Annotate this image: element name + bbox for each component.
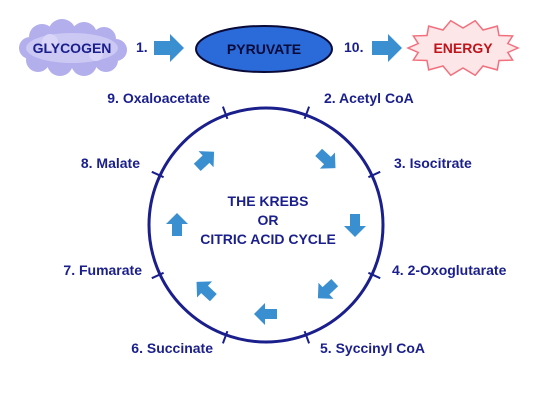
- cycle-arrow-icon: [196, 281, 217, 302]
- step-syccinyl-coa: 5. Syccinyl CoA: [320, 340, 425, 356]
- step-1-label: 1.: [136, 39, 148, 55]
- pyruvate-ellipse: [195, 25, 333, 73]
- energy-label: ENERGY: [433, 40, 493, 56]
- step-oxaloacetate: 9. Oxaloacetate: [107, 90, 210, 106]
- energy-burst-icon: [406, 19, 520, 77]
- cycle-arrow-icon: [166, 213, 188, 236]
- step-fumarate: 7. Fumarate: [63, 262, 142, 278]
- glycogen-cloud-icon: [19, 19, 127, 76]
- step-10-label: 10.: [344, 39, 363, 55]
- cycle-arrow-icon: [317, 278, 339, 299]
- cycle-ticks: [151, 106, 381, 344]
- cycle-arrows: [166, 148, 366, 325]
- cycle-arrow-icon: [193, 151, 215, 172]
- right-arrow-icon: [372, 34, 402, 62]
- right-arrow-icon: [154, 34, 184, 62]
- pyruvate-label: PYRUVATE: [227, 41, 301, 57]
- cycle-ring: [147, 106, 385, 344]
- cycle-title-line-3: CITRIC ACID CYCLE: [200, 231, 336, 247]
- step-succinate: 6. Succinate: [131, 340, 213, 356]
- step-isocitrate: 3. Isocitrate: [394, 155, 472, 171]
- cycle-tick: [303, 330, 311, 344]
- step-acetyl-coa: 2. Acetyl CoA: [324, 90, 414, 106]
- glycogen-label: GLYCOGEN: [33, 40, 112, 56]
- cycle-tick: [367, 271, 381, 280]
- cycle-tick: [367, 170, 381, 179]
- cycle-tick: [221, 330, 229, 344]
- cycle-title-line-2: OR: [258, 212, 279, 228]
- cycle-title-line-1: THE KREBS: [228, 193, 309, 209]
- cycle-tick: [151, 170, 165, 179]
- cycle-tick: [151, 271, 165, 280]
- cycle-arrow-icon: [254, 303, 277, 325]
- cycle-tick: [303, 106, 311, 120]
- step-malate: 8. Malate: [81, 155, 140, 171]
- cycle-arrow-icon: [315, 148, 336, 169]
- cycle-tick: [221, 106, 229, 120]
- step-2-oxoglutarate: 4. 2-Oxoglutarate: [392, 262, 507, 278]
- cycle-arrow-icon: [344, 214, 366, 237]
